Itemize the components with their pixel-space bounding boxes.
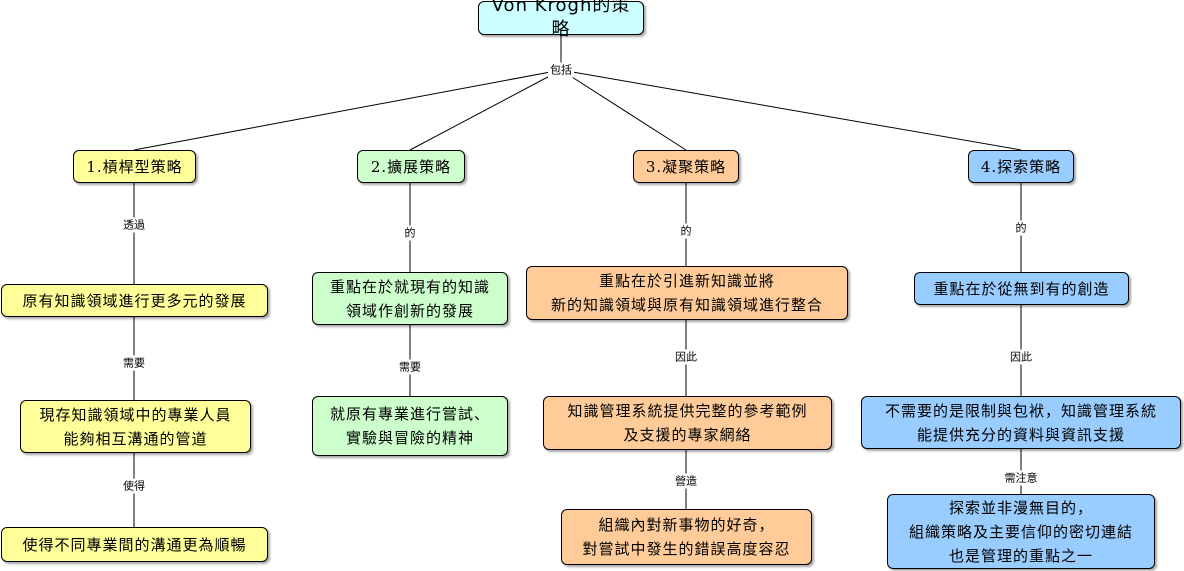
link-label-b1-1: 透過 (121, 217, 147, 233)
strategy-cohesion-label: 3.凝聚策略 (645, 157, 727, 176)
exploration-node-3-label: 探索並非漫無目的， 組織策略及主要信仰的密切連結 也是管理的重點之一 (908, 498, 1133, 565)
link-label-b4-2: 因此 (1008, 349, 1034, 365)
expansion-node-2: 就原有專業進行嘗試、 實驗與冒險的精神 (312, 396, 508, 456)
exploration-node-3: 探索並非漫無目的， 組織策略及主要信仰的密切連結 也是管理的重點之一 (887, 494, 1155, 569)
cohesion-node-3: 組織內對新事物的好奇， 對嘗試中發生的錯誤高度容忍 (561, 509, 812, 565)
link-label-b3-2: 因此 (673, 349, 699, 365)
expansion-node-2-label: 就原有專業進行嘗試、 實驗與冒險的精神 (329, 405, 490, 447)
link-label-b2-2: 需要 (397, 359, 423, 375)
strategy-leverage-label: 1.槓桿型策略 (86, 157, 183, 176)
strategy-expansion-label: 2.擴展策略 (370, 157, 452, 176)
link-label-b4-1: 的 (1013, 220, 1029, 236)
link-label-b1-3: 使得 (121, 478, 147, 494)
cohesion-node-2-label: 知識管理系統提供完整的參考範例 及支援的專家網絡 (567, 402, 808, 444)
root-concept-label: Von Krogh的策略 (491, 0, 631, 40)
leverage-node-2-label: 現存知識領域中的專業人員 能夠相互溝通的管道 (39, 405, 232, 448)
cohesion-node-1-label: 重點在於引進新知識並將 新的知識領域與原有知識領域進行整合 (550, 272, 823, 314)
strategy-expansion: 2.擴展策略 (357, 150, 465, 183)
strategy-leverage: 1.槓桿型策略 (73, 150, 196, 183)
leverage-node-1: 原有知識領域進行更多元的發展 (1, 284, 268, 317)
strategy-cohesion: 3.凝聚策略 (633, 150, 739, 183)
leverage-node-1-label: 原有知識領域進行更多元的發展 (22, 291, 247, 310)
exploration-node-2: 不需要的是限制與包袱，知識管理系統 能提供充分的資料與資訊支援 (861, 396, 1181, 449)
link-label-includes: 包括 (548, 62, 574, 78)
strategy-exploration: 4.探索策略 (968, 150, 1074, 183)
leverage-node-3-label: 使得不同專業間的溝通更為順暢 (22, 535, 247, 554)
link-label-b1-2: 需要 (121, 355, 147, 371)
cohesion-node-1: 重點在於引進新知識並將 新的知識領域與原有知識領域進行整合 (526, 266, 848, 320)
expansion-node-1-label: 重點在於就現有的知識 領域作創新的發展 (329, 277, 490, 320)
link-label-b3-1: 的 (678, 223, 694, 239)
leverage-node-2: 現存知識領域中的專業人員 能夠相互溝通的管道 (20, 400, 251, 453)
root-concept: Von Krogh的策略 (478, 0, 644, 40)
link-label-b4-3: 需注意 (1002, 470, 1040, 486)
exploration-node-1-label: 重點在於從無到有的創造 (933, 279, 1110, 298)
expansion-node-1: 重點在於就現有的知識 領域作創新的發展 (312, 272, 508, 325)
link-label-b3-3: 營造 (673, 473, 699, 489)
strategy-exploration-label: 4.探索策略 (980, 157, 1062, 176)
cohesion-node-2: 知識管理系統提供完整的參考範例 及支援的專家網絡 (543, 396, 832, 450)
leverage-node-3: 使得不同專業間的溝通更為順暢 (1, 527, 268, 562)
link-label-b2-1: 的 (402, 225, 418, 241)
exploration-node-2-label: 不需要的是限制與包袱，知識管理系統 能提供充分的資料與資訊支援 (884, 401, 1157, 444)
cohesion-node-3-label: 組織內對新事物的好奇， 對嘗試中發生的錯誤高度容忍 (582, 516, 791, 558)
exploration-node-1: 重點在於從無到有的創造 (914, 272, 1129, 305)
